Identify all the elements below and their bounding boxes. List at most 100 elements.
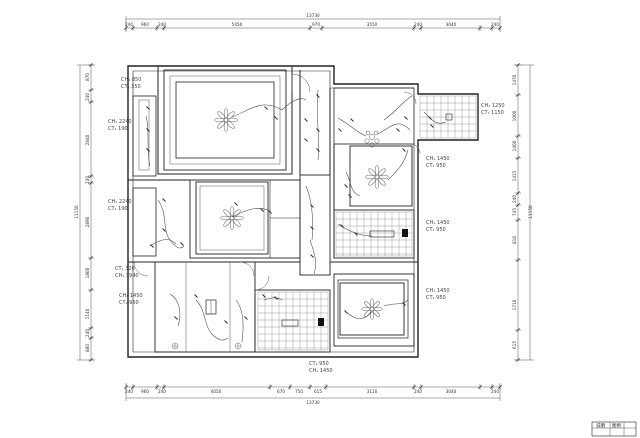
switch-icon <box>316 128 320 132</box>
dim-left-1: 870 <box>85 73 90 81</box>
dim-bottom-10: 3040 <box>446 389 457 394</box>
dimension-slash <box>162 26 166 30</box>
switch-icon <box>146 128 150 132</box>
ann-1-line1: CH₁ 850 <box>121 77 141 83</box>
dimension-slash <box>124 385 128 389</box>
dim-top-9: 240 <box>491 22 499 27</box>
chandelier-icon <box>365 165 389 189</box>
dimension-slash <box>478 26 482 30</box>
switch-icon <box>146 148 150 152</box>
dim-bottom-5: 670 <box>277 389 285 394</box>
right-total-dimension: 11150 <box>528 205 533 219</box>
dimension-slash <box>89 88 93 92</box>
switch-icon <box>350 118 354 122</box>
dim-right-2: 1000 <box>512 110 517 121</box>
electrical-wiring <box>145 89 447 343</box>
dimension-slash <box>268 385 272 389</box>
ann-6-line1: CH₁ 1250 <box>481 103 505 109</box>
switch-icon <box>274 116 278 120</box>
switch-icon <box>348 194 352 198</box>
dimension-slash <box>478 385 482 389</box>
switch-icon <box>316 148 320 152</box>
dim-bottom-9: 240 <box>414 389 422 394</box>
top-total-dimension: 13730 <box>306 13 320 18</box>
dim-bottom-6: 750 <box>295 389 303 394</box>
switch-icon <box>316 94 320 98</box>
bottom-dimension-chain: 240 960 240 4050 670 750 615 3120 240 30… <box>124 383 502 405</box>
dimension-slash <box>516 134 520 138</box>
switch-icon <box>310 204 314 208</box>
ann-2-line2: CT₁ 190 <box>108 126 128 132</box>
dim-left-9: 880 <box>85 344 90 352</box>
dimension-slash <box>131 26 135 30</box>
dim-bottom-2: 960 <box>141 389 149 394</box>
right-dimension-chain: 11150 1470 1000 1400 1415 240 745 810 17… <box>512 63 534 362</box>
dim-right-5: 240 <box>512 195 517 203</box>
switch-icon <box>268 210 272 214</box>
dim-left-2: 240 <box>85 93 90 101</box>
switch-marks <box>146 94 453 350</box>
exhaust-fan-icon <box>402 229 408 237</box>
fixture-box-icon <box>445 113 453 121</box>
dimension-slash <box>288 385 292 389</box>
dimension-slash <box>89 336 93 340</box>
dim-bottom-8: 3120 <box>367 389 378 394</box>
switch-icon <box>162 198 166 202</box>
downlight-icon <box>171 342 179 350</box>
switch-icon <box>428 116 432 120</box>
dim-bottom-11: 240 <box>491 389 499 394</box>
switch-icon <box>430 124 434 128</box>
ann-5-line2: CT₁ 950 <box>119 300 139 306</box>
dimension-slash <box>498 385 502 389</box>
dimension-slash <box>124 26 128 30</box>
dim-right-7: 810 <box>512 236 517 244</box>
dimension-slash <box>490 26 494 30</box>
dimension-slash <box>155 26 159 30</box>
dimension-slash <box>162 385 166 389</box>
chandelier-icon <box>361 298 383 320</box>
ann-2-line1: CH₁ 2240 <box>108 119 132 125</box>
light-fixtures <box>214 108 389 320</box>
dimension-slash <box>155 385 159 389</box>
dim-right-4: 1415 <box>512 170 517 181</box>
switch-icon <box>354 232 358 236</box>
dim-top-2: 960 <box>141 22 149 27</box>
dim-right-6: 745 <box>512 208 517 216</box>
switch-icon <box>344 310 348 314</box>
switch-icon <box>344 184 348 188</box>
switch-icon <box>310 254 314 258</box>
dim-top-4: 5450 <box>232 22 243 27</box>
tile-grid <box>335 211 413 257</box>
ann-3-line2: CT₁ 190 <box>108 206 128 212</box>
dim-left-3: 2840 <box>85 134 90 145</box>
switch-icon <box>234 202 238 206</box>
dim-left-6: 1800 <box>85 267 90 278</box>
switch-icon <box>404 116 408 120</box>
left-total-dimension: 11150 <box>74 205 79 219</box>
ann-7-line2: CT₁ 950 <box>426 163 446 169</box>
ann-3-line1: CH₁ 2240 <box>108 199 132 205</box>
switch-icon <box>264 106 268 110</box>
dim-right-9: 615 <box>512 341 517 349</box>
switch-icon <box>340 224 344 228</box>
outer-walls <box>127 65 479 358</box>
dimension-slash <box>89 174 93 178</box>
dimension-slash <box>516 258 520 262</box>
dimension-slash <box>516 218 520 222</box>
switch-icon <box>262 294 266 298</box>
title-block: 说明 图例 <box>591 421 637 437</box>
dim-top-6: 3550 <box>367 22 378 27</box>
switch-icon <box>244 316 248 320</box>
dim-top-5: 970 <box>312 22 320 27</box>
dim-left-8: 240 <box>85 329 90 337</box>
dim-top-7: 240 <box>414 22 422 27</box>
dimension-slash <box>320 26 324 30</box>
switch-icon <box>174 316 178 320</box>
dimension-slash <box>490 385 494 389</box>
exhaust-fan-icon <box>318 318 324 326</box>
ann-9-line1: CH₁ 1450 <box>426 288 450 294</box>
ann-6-line2: CT₁ 1150 <box>481 110 504 116</box>
switch-icon <box>274 296 278 300</box>
dimension-slash <box>89 100 93 104</box>
